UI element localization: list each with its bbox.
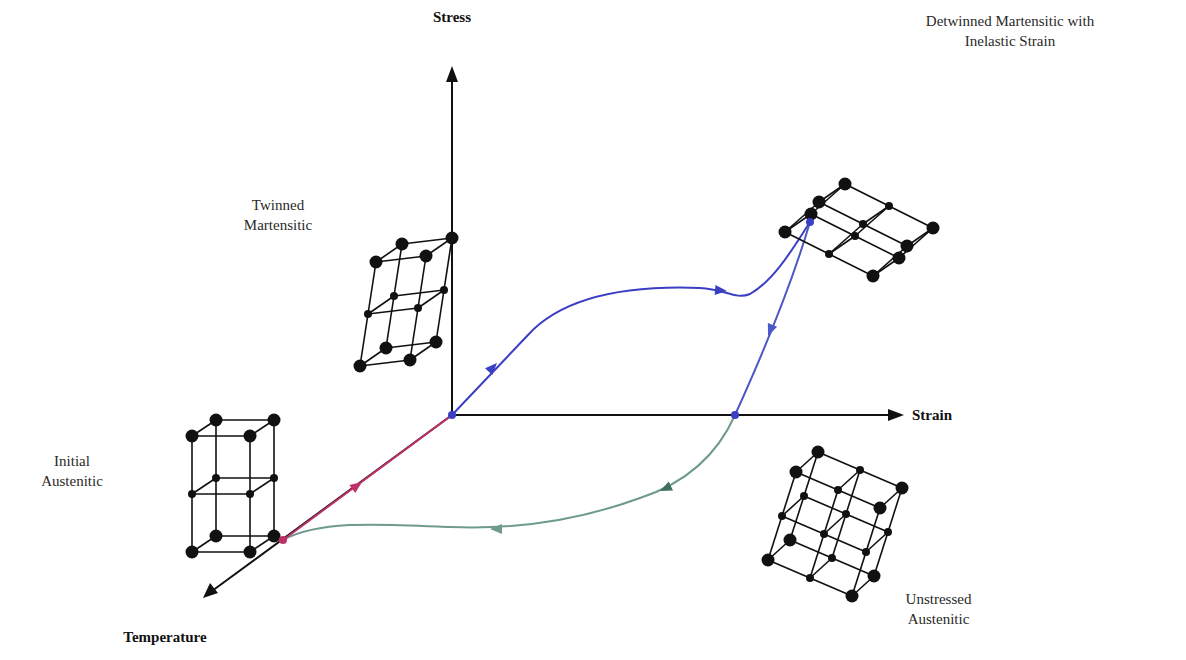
arrow-head [660, 481, 673, 491]
arrow-head [768, 323, 777, 336]
axis-heads [203, 66, 904, 598]
crystal-lattices [186, 178, 940, 603]
state-dots [279, 218, 814, 544]
arrow-head [490, 524, 502, 534]
phase-label: Unstressed Austenitic [876, 590, 1001, 629]
arrow-head [349, 482, 362, 493]
axis-label: Stress [402, 8, 502, 28]
phase-label: Detwinned Martensitic with Inelastic Str… [905, 12, 1115, 51]
axis-label: Strain [912, 406, 982, 426]
phase-label: Twinned Martensitic [223, 196, 333, 235]
axes [212, 78, 894, 591]
arrow-head [715, 285, 727, 295]
path-arrows [349, 285, 777, 534]
loading-path [283, 222, 810, 540]
arrow-head [485, 363, 497, 375]
phase-label: Initial Austenitic [22, 452, 122, 491]
axis-label: Temperature [105, 628, 225, 648]
